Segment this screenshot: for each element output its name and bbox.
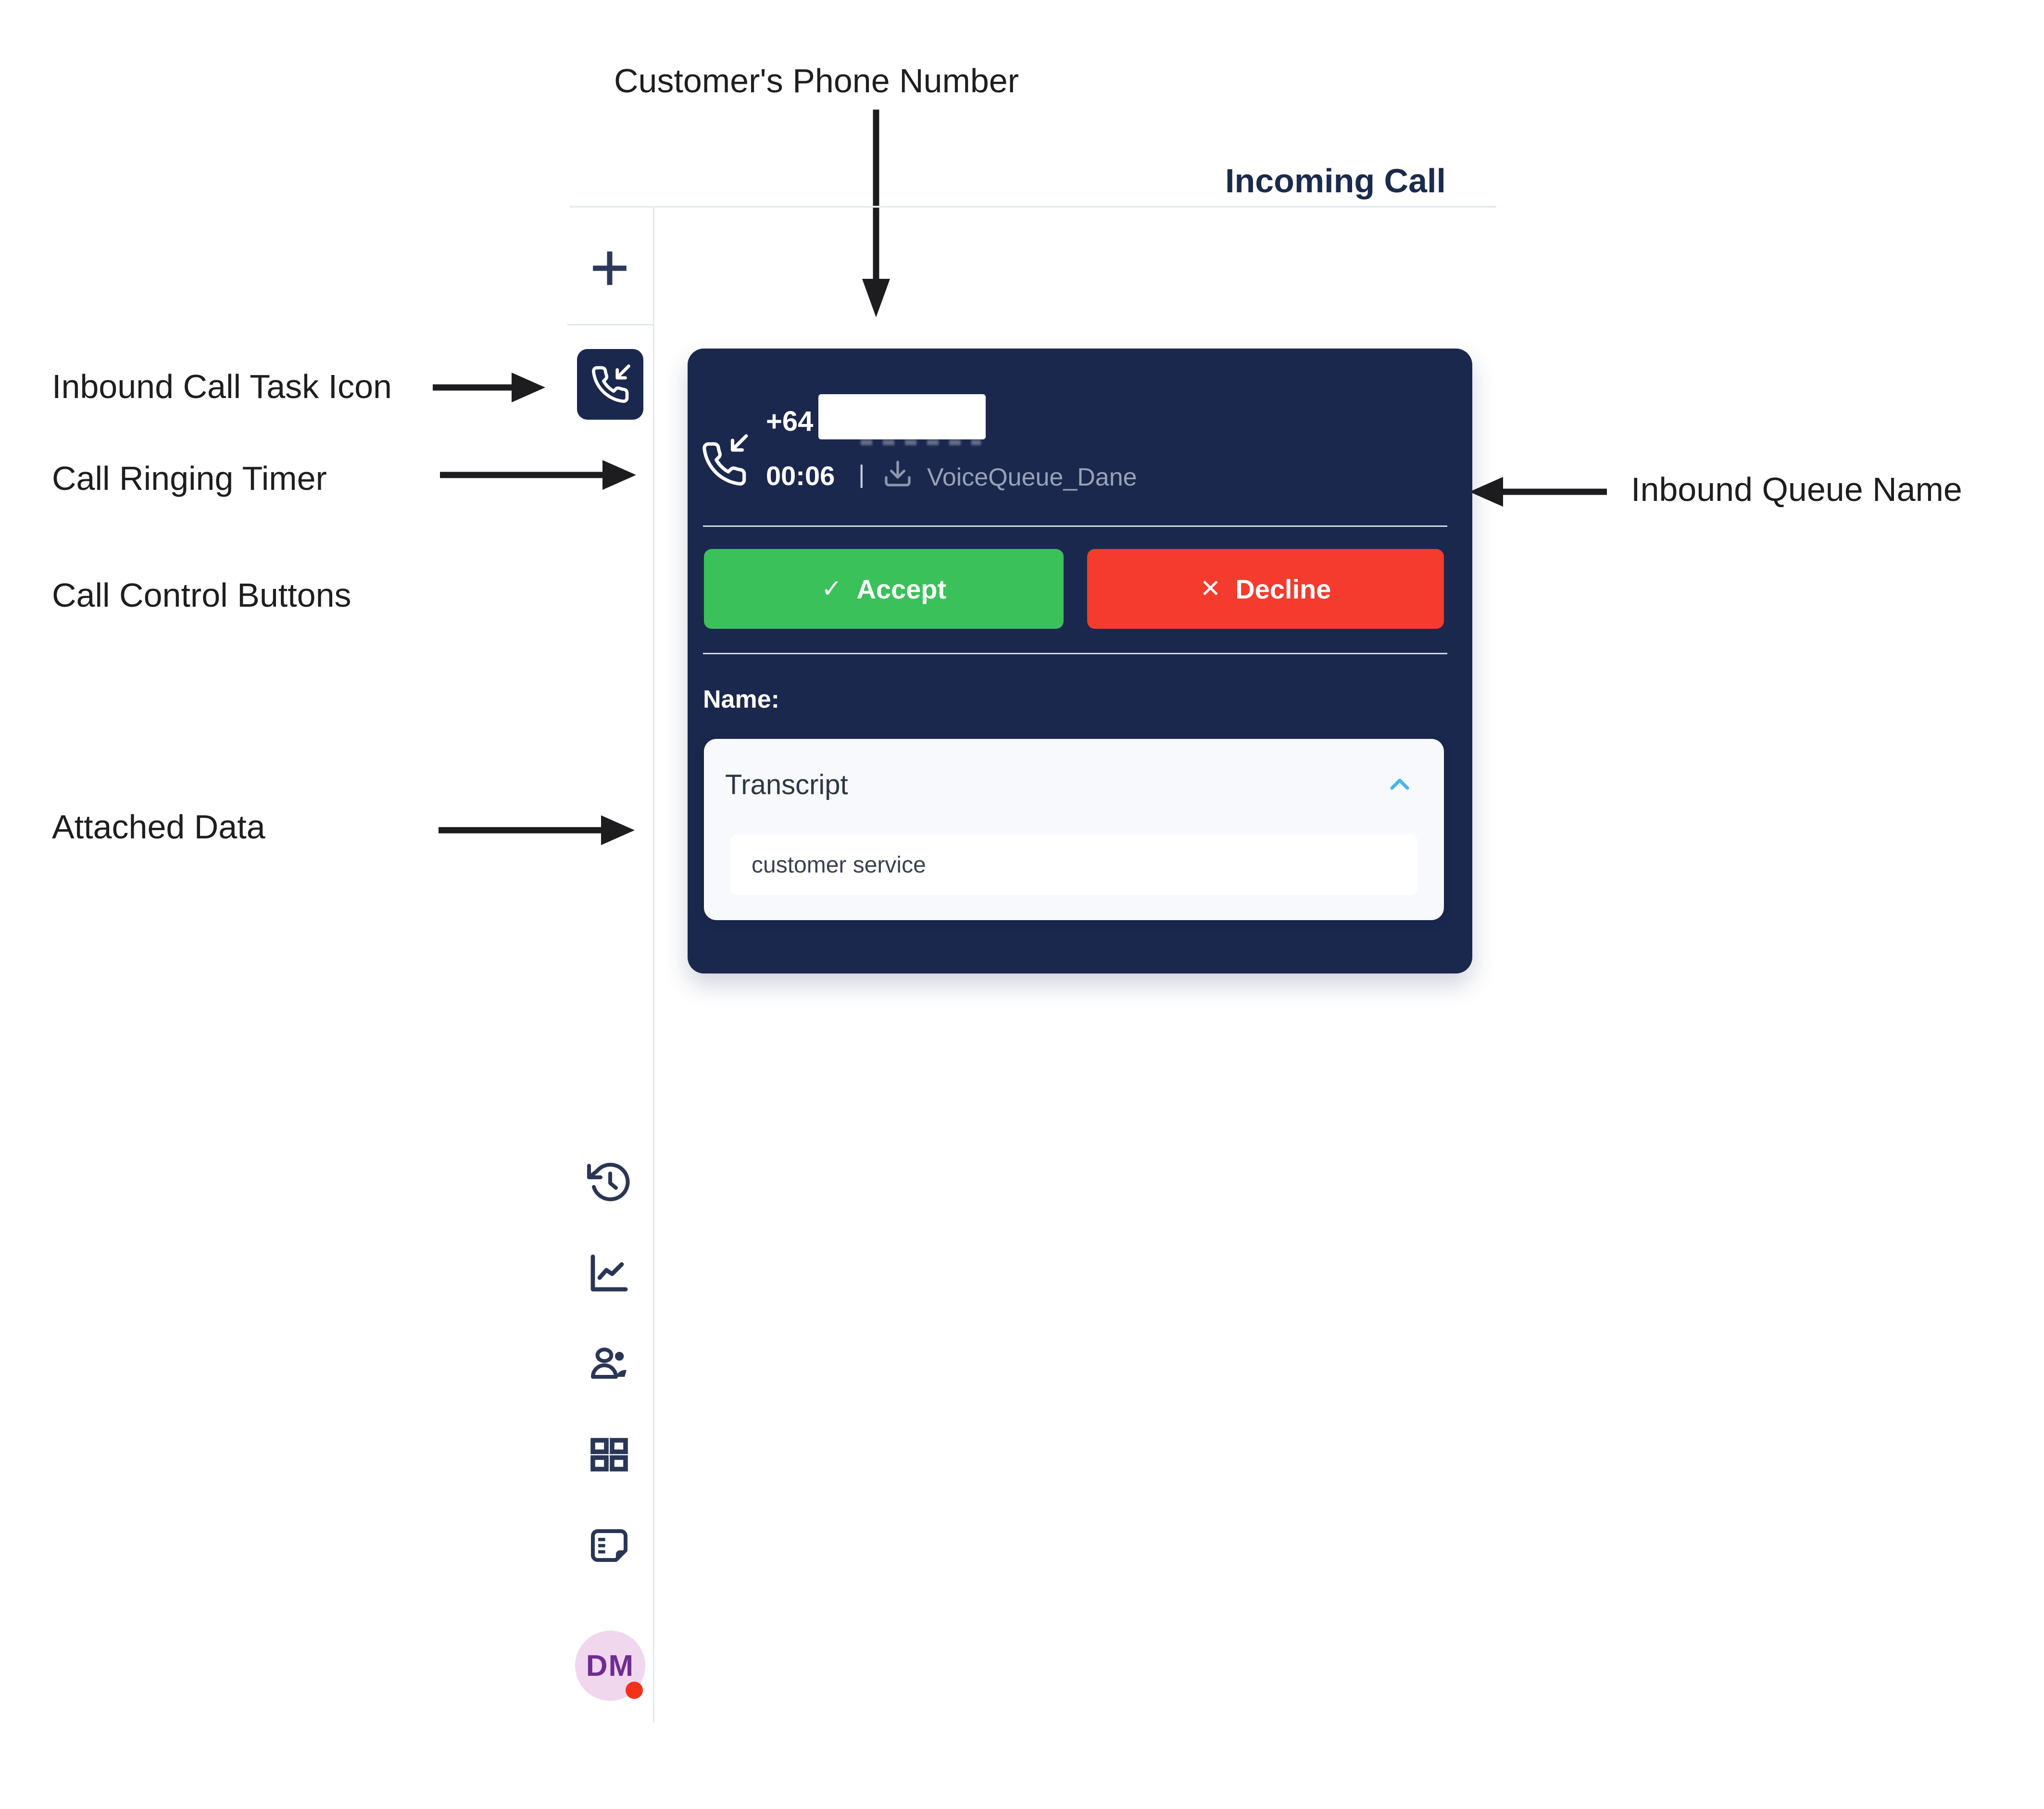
annotation-customer-phone-number: Customer's Phone Number (614, 62, 1019, 100)
arrow-right-icon (440, 460, 636, 490)
decline-button[interactable]: ✕ Decline (1087, 549, 1444, 629)
separator-pipe: | (858, 461, 865, 488)
chevron-up-icon[interactable] (1383, 768, 1417, 801)
name-label: Name: (703, 686, 779, 713)
redacted-digits-smudge (861, 440, 981, 445)
download-queue-icon (885, 461, 911, 487)
presence-dot (626, 1682, 643, 1699)
annotation-inbound-call-task-icon: Inbound Call Task Icon (52, 368, 392, 405)
annotation-inbound-queue-name: Inbound Queue Name (1631, 471, 1962, 508)
contacts-icon[interactable] (586, 1341, 632, 1387)
history-icon[interactable] (586, 1159, 632, 1205)
arrow-left-icon (1469, 477, 1607, 507)
incoming-call-card: +64 00:06 | VoiceQueue_Dane ✓ Accept ✕ D… (688, 349, 1472, 973)
avatar-initials: DM (586, 1649, 635, 1683)
annotation-call-control-buttons: Call Control Buttons (52, 576, 351, 614)
attached-data-field: customer service (730, 835, 1417, 895)
page-title: Incoming Call (1225, 162, 1446, 200)
attached-data-panel: Transcript customer service (704, 739, 1444, 920)
phone-incoming-icon (592, 364, 630, 403)
analytics-icon[interactable] (586, 1250, 632, 1296)
arrow-right-icon (439, 815, 635, 845)
notes-script-icon[interactable] (586, 1522, 632, 1569)
arrow-right-icon (433, 373, 545, 402)
decline-button-label: Decline (1235, 574, 1331, 604)
card-divider (703, 525, 1447, 527)
inbound-queue-name: VoiceQueue_Dane (927, 463, 1137, 491)
sidebar-section-divider (567, 324, 653, 325)
sidebar-divider (653, 208, 654, 1722)
phone-incoming-icon (702, 434, 748, 486)
check-icon: ✓ (821, 575, 842, 603)
accept-button[interactable]: ✓ Accept (704, 549, 1064, 629)
phone-number-redaction (818, 394, 986, 439)
x-icon: ✕ (1200, 575, 1221, 603)
grid-apps-icon[interactable] (586, 1432, 632, 1478)
attached-data-title: Transcript (725, 769, 848, 800)
attached-data-value: customer service (752, 852, 926, 878)
customer-phone-number: +64 (766, 406, 814, 437)
annotation-call-ringing-timer: Call Ringing Timer (52, 460, 327, 497)
annotation-attached-data: Attached Data (52, 808, 265, 846)
accept-button-label: Accept (856, 574, 947, 604)
header-divider (570, 206, 1496, 208)
add-task-plus-icon[interactable] (589, 247, 631, 289)
arrow-down-icon (862, 110, 890, 317)
card-divider (703, 653, 1447, 654)
call-ringing-timer: 00:06 (766, 461, 835, 491)
inbound-call-task-button[interactable] (577, 349, 643, 420)
